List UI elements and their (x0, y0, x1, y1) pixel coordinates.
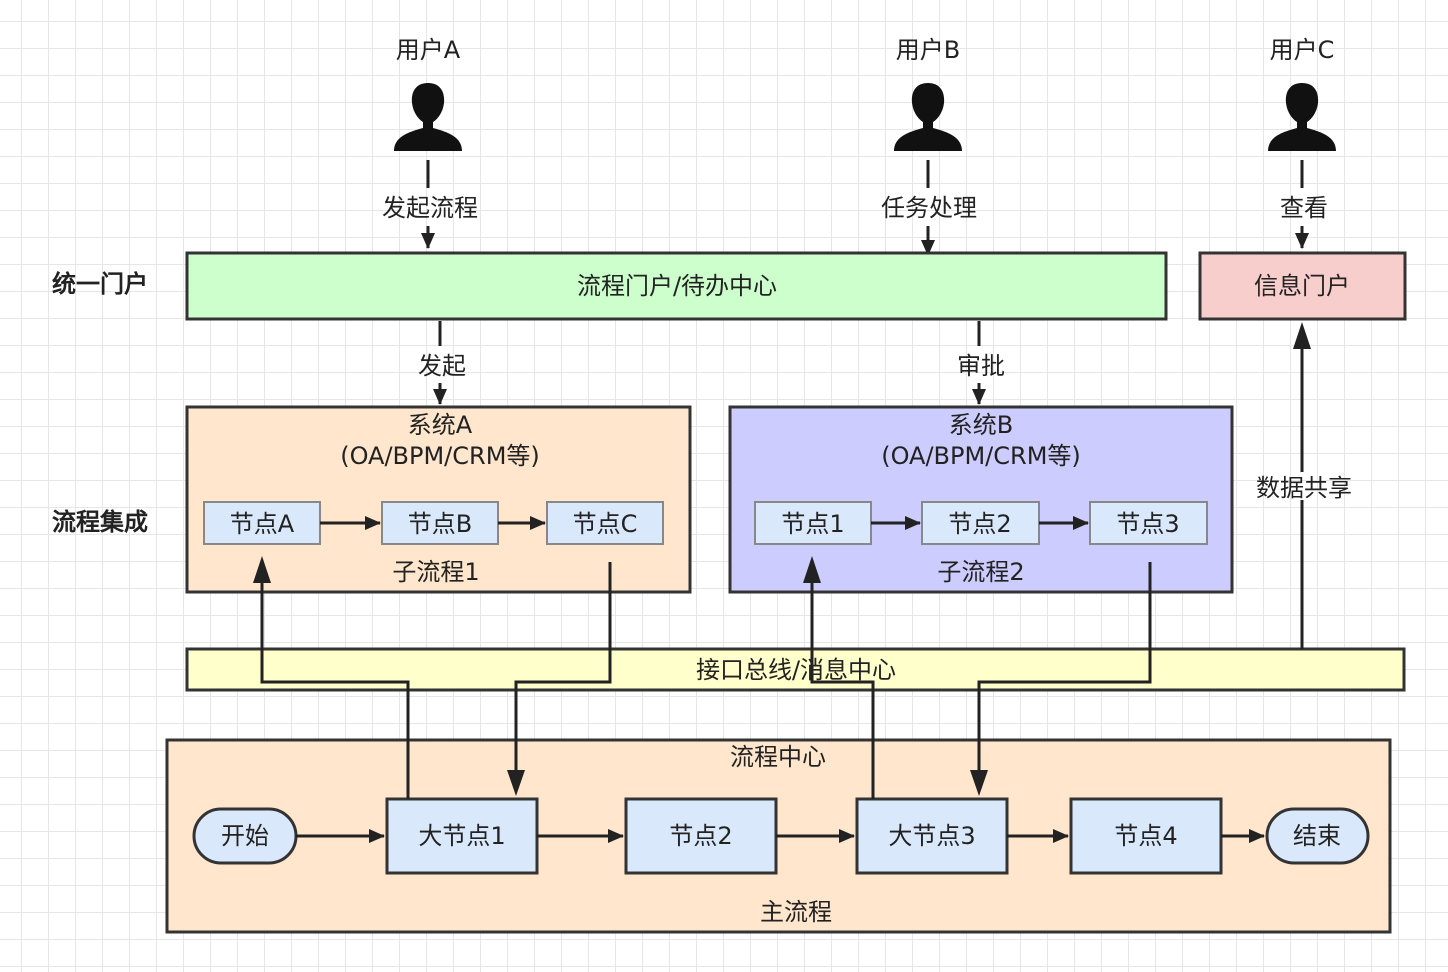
main-node-3[interactable] (855, 797, 1009, 875)
system-a-title: 系统A (408, 411, 473, 439)
main-node-4[interactable] (1069, 797, 1223, 875)
start-node-label: 开始 (221, 822, 269, 850)
main-node-3-label: 大节点3 (888, 822, 975, 850)
user-c-action: 查看 (1280, 194, 1328, 222)
portal-bar[interactable] (185, 251, 1168, 321)
connector-mainnode3-to-node-1 (810, 560, 875, 799)
system-a-node-c-label: 节点C (573, 510, 638, 538)
system-a-node-b-label: 节点B (408, 510, 472, 538)
system-b-subtitle: (OA/BPM/CRM等) (881, 442, 1081, 470)
system-b-caption: 子流程2 (937, 558, 1024, 586)
system-b-node-1-label: 节点1 (781, 510, 844, 538)
system-a-node-a-label: 节点A (230, 510, 295, 538)
user-a-icon (394, 83, 462, 151)
system-b-node-3-label: 节点3 (1116, 510, 1179, 538)
main-node-2-label: 节点2 (669, 822, 732, 850)
info-portal-box[interactable] (1198, 251, 1407, 321)
system-a-node-c[interactable] (546, 501, 664, 545)
system-a-node-a[interactable] (203, 501, 321, 545)
system-b-node-2[interactable] (921, 501, 1040, 545)
info-portal-label: 信息门户 (1254, 272, 1350, 300)
system-a-caption: 子流程1 (392, 558, 479, 586)
layer-label-integration: 流程集成 (52, 508, 148, 536)
arrowhead-mainnode3 (970, 770, 988, 796)
portal-bar-label: 流程门户/待办中心 (577, 272, 777, 300)
launch-edge-label: 发起 (418, 352, 466, 380)
arrowhead-mainnode1 (507, 770, 525, 796)
system-b-node-2-label: 节点2 (948, 510, 1011, 538)
main-node-4-label: 节点4 (1114, 822, 1177, 850)
approve-edge-label: 审批 (957, 352, 1005, 380)
arrowhead-node-1 (803, 556, 821, 583)
arrowhead-node-a (253, 556, 271, 583)
end-node[interactable] (1265, 807, 1370, 865)
user-c-label: 用户C (1270, 36, 1335, 64)
main-node-1-label: 大节点1 (418, 822, 505, 850)
user-c-icon (1268, 83, 1336, 151)
user-b-label: 用户B (896, 36, 960, 64)
user-b-icon (894, 83, 962, 151)
end-node-label: 结束 (1293, 822, 1341, 850)
connector-node-c-to-mainnode1 (514, 562, 612, 780)
arrowhead-info-portal (1293, 322, 1311, 349)
connector-node-3-to-mainnode3 (977, 562, 1152, 780)
system-a-subtitle: (OA/BPM/CRM等) (340, 442, 540, 470)
system-b-title: 系统B (949, 411, 1013, 439)
layer-label-portal: 统一门户 (52, 270, 148, 298)
system-b-node-3[interactable] (1089, 501, 1208, 545)
user-a-action: 发起流程 (382, 194, 478, 222)
data-share-edge-label: 数据共享 (1256, 474, 1352, 502)
interface-bus-label: 接口总线/消息中心 (696, 656, 896, 684)
connector-mainnode1-to-node-a (260, 560, 410, 799)
system-a-container[interactable] (185, 405, 692, 594)
system-a-node-b[interactable] (381, 501, 499, 545)
process-center-title: 流程中心 (730, 743, 826, 771)
process-center-caption: 主流程 (760, 898, 832, 926)
user-a-label: 用户A (396, 36, 461, 64)
user-b-action: 任务处理 (881, 194, 977, 222)
